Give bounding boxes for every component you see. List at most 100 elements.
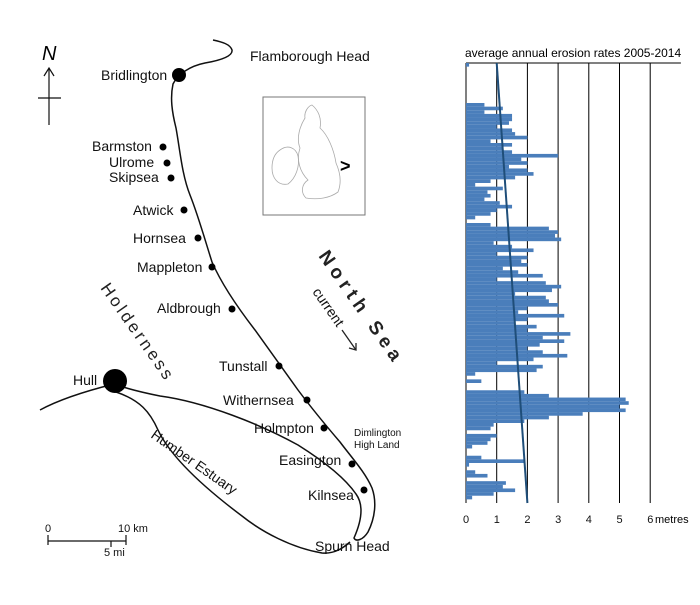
erosion-bar xyxy=(466,495,473,500)
svg-text:Barmston: Barmston xyxy=(92,138,152,154)
town-withernsea: Withernsea xyxy=(223,392,311,408)
erosion-bar xyxy=(466,183,476,187)
trend-line xyxy=(495,62,529,504)
town-hull: Hull xyxy=(73,369,127,393)
inset-britain-outline xyxy=(297,104,341,200)
erosion-bar xyxy=(466,343,540,347)
erosion-bar xyxy=(466,208,497,213)
erosion-bar xyxy=(466,132,516,136)
town-bridlington: Bridlington xyxy=(101,67,186,83)
erosion-bar xyxy=(466,204,513,209)
erosion-bar xyxy=(466,455,482,460)
town-hornsea: Hornsea xyxy=(133,230,202,246)
erosion-bar xyxy=(466,412,583,416)
erosion-bar xyxy=(466,346,528,351)
town-holmpton: Holmpton xyxy=(254,420,328,436)
erosion-bar xyxy=(466,426,491,431)
erosion-bar xyxy=(466,415,549,420)
erosion-bar xyxy=(466,270,519,274)
erosion-bar xyxy=(466,143,513,147)
erosion-bar xyxy=(466,481,506,485)
estuary-label: Humber Estuary xyxy=(148,426,240,497)
erosion-bar xyxy=(466,277,497,282)
dimlington-label-2: High Land xyxy=(354,440,400,451)
erosion-bar xyxy=(466,419,525,423)
town-easington: Easington xyxy=(279,452,356,468)
erosion-bar xyxy=(466,252,497,256)
erosion-bar xyxy=(466,364,543,369)
erosion-bar xyxy=(466,110,485,114)
svg-text:Hull: Hull xyxy=(73,372,97,388)
town-aldbrough: Aldbrough xyxy=(157,300,236,316)
scale-zero-label: 0 xyxy=(45,523,51,535)
town-ulrome: Ulrome xyxy=(109,154,171,170)
erosion-bar xyxy=(466,190,488,194)
erosion-bar xyxy=(466,103,485,107)
erosion-bar xyxy=(466,106,503,111)
erosion-bar xyxy=(466,473,488,478)
erosion-chart: average annual erosion rates 2005-2014 0… xyxy=(463,46,689,526)
erosion-bar xyxy=(466,492,494,496)
erosion-bar xyxy=(466,332,571,336)
svg-text:Hornsea: Hornsea xyxy=(133,230,186,246)
flamborough-label: Flamborough Head xyxy=(250,48,370,64)
north-arrow-icon xyxy=(38,66,61,125)
erosion-bar xyxy=(466,230,559,234)
x-axis-unit: metres xyxy=(655,514,689,526)
erosion-bar xyxy=(466,186,503,191)
bars-layer xyxy=(466,63,629,500)
spurn-label: Spurn Head xyxy=(315,538,390,554)
erosion-bar xyxy=(466,266,503,271)
svg-text:Tunstall: Tunstall xyxy=(219,358,268,374)
erosion-bar xyxy=(466,259,522,263)
erosion-bar xyxy=(466,441,488,445)
erosion-bar xyxy=(466,175,516,180)
erosion-bar xyxy=(466,437,491,442)
dimlington-label-1: Dimlington xyxy=(354,428,401,439)
erosion-bar xyxy=(466,223,491,227)
x-tick-label: 6 xyxy=(647,514,653,526)
x-tick-label: 3 xyxy=(555,514,561,526)
erosion-bar xyxy=(466,328,528,333)
erosion-bar xyxy=(466,310,519,314)
svg-text:Aldbrough: Aldbrough xyxy=(157,300,221,316)
erosion-bar xyxy=(466,299,549,303)
erosion-bar xyxy=(466,255,528,260)
town-atwick: Atwick xyxy=(133,202,188,218)
erosion-bar xyxy=(466,201,500,205)
erosion-bar xyxy=(466,193,491,198)
north-label: N xyxy=(42,43,57,65)
erosion-bar xyxy=(466,372,476,376)
erosion-bar xyxy=(466,237,562,242)
erosion-bar xyxy=(466,172,534,176)
svg-text:Skipsea: Skipsea xyxy=(109,169,159,185)
svg-text:Mappleton: Mappleton xyxy=(137,259,202,275)
erosion-bar xyxy=(466,324,537,329)
erosion-bar xyxy=(466,292,516,296)
svg-text:Kilnsea: Kilnsea xyxy=(308,487,354,503)
erosion-bar xyxy=(466,179,491,183)
erosion-bar xyxy=(466,168,528,173)
erosion-bar xyxy=(466,303,559,307)
erosion-bar xyxy=(466,215,476,220)
erosion-bar xyxy=(466,379,482,383)
erosion-bar xyxy=(466,153,559,158)
svg-text:Ulrome: Ulrome xyxy=(109,154,154,170)
erosion-bar xyxy=(466,390,525,394)
erosion-bar xyxy=(466,423,494,427)
inset-arrow-icon: > xyxy=(340,156,351,176)
erosion-bar xyxy=(466,161,528,165)
town-tunstall: Tunstall xyxy=(219,358,283,374)
erosion-bar xyxy=(466,63,470,67)
erosion-bar xyxy=(466,281,546,285)
erosion-bar xyxy=(466,368,537,373)
x-tick-label: 2 xyxy=(524,514,530,526)
erosion-bar xyxy=(466,273,543,278)
erosion-bar xyxy=(466,241,494,245)
x-tick-label: 0 xyxy=(463,514,469,526)
inset-ireland-outline xyxy=(271,146,299,185)
estuary-bank xyxy=(115,391,351,554)
erosion-bar xyxy=(466,408,626,413)
erosion-bar xyxy=(466,124,497,129)
erosion-bar xyxy=(466,288,552,293)
